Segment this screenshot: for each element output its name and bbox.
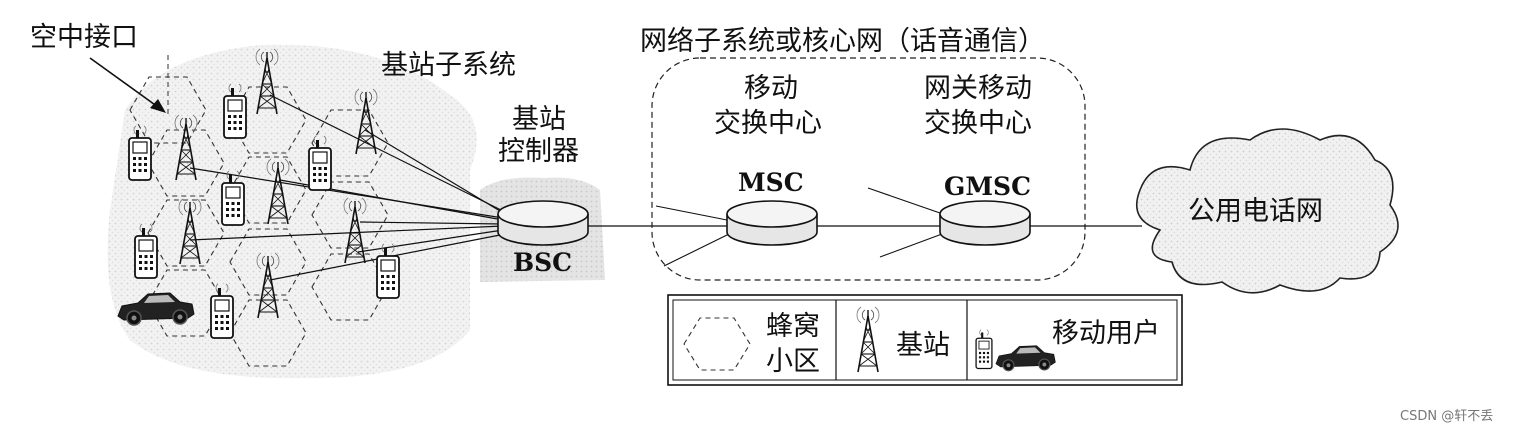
bsc-title-line2: 控制器 <box>498 136 579 167</box>
bsc-title-line1: 基站 <box>512 104 566 135</box>
air-interface-arrow <box>89 57 166 113</box>
hex-cell-icon <box>683 317 751 371</box>
pstn-label: 公用电话网 <box>1188 196 1323 227</box>
legend-cell-label-1: 蜂窝 <box>766 311 820 342</box>
legend-box <box>667 294 1183 386</box>
watermark: CSDN @轩不丢 <box>1400 409 1494 424</box>
gmsc-title-line1: 网关移动 <box>924 73 1032 104</box>
msc-node <box>726 200 818 246</box>
legend-cell-label-2: 小区 <box>766 346 820 377</box>
gmsc-node <box>939 200 1031 246</box>
bss-label: 基站子系统 <box>381 50 516 81</box>
cloud-icon <box>1135 128 1399 294</box>
msc-label: MSC <box>738 168 804 197</box>
msc-title-line2: 交换中心 <box>714 108 822 139</box>
legend-base-station-label: 基站 <box>896 330 950 361</box>
bsc-node <box>497 200 589 246</box>
msc-title-line1: 移动 <box>744 73 798 104</box>
gmsc-extra-links <box>867 187 943 258</box>
msc-extra-links <box>655 205 730 267</box>
gmsc-title-line2: 交换中心 <box>924 108 1032 139</box>
legend-mobile-user-label: 移动用户 <box>1052 318 1160 349</box>
bsc-label: BSC <box>513 248 573 277</box>
air-interface-label: 空中接口 <box>30 22 138 53</box>
core-network-label: 网络子系统或核心网（话音通信） <box>640 26 1045 57</box>
core-network-boundary <box>651 57 1086 281</box>
gmsc-label: GMSC <box>944 172 1031 201</box>
